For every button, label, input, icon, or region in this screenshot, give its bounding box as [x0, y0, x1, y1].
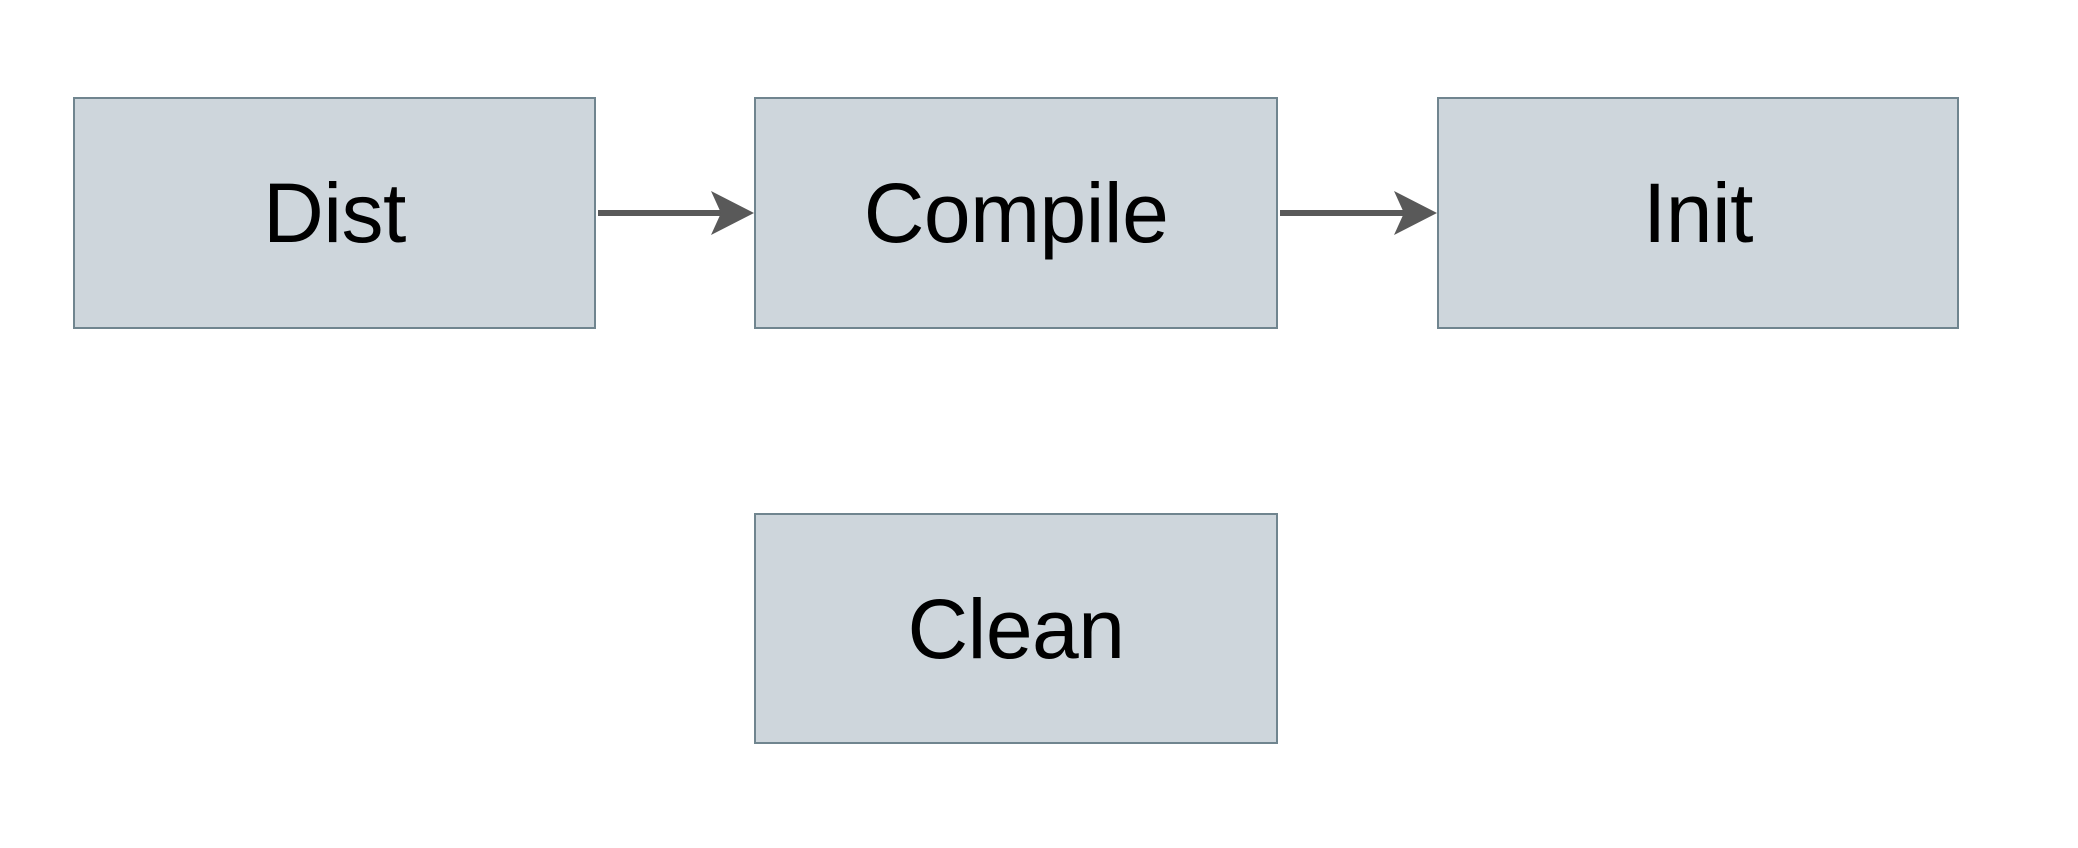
edge-dist-to-compile[interactable] — [598, 191, 754, 235]
node-compile[interactable]: Compile — [754, 97, 1278, 329]
edge-compile-to-init[interactable] — [1280, 191, 1437, 235]
node-label-compile: Compile — [863, 166, 1169, 260]
node-clean[interactable]: Clean — [754, 513, 1278, 744]
node-init[interactable]: Init — [1437, 97, 1959, 329]
arrowhead-icon-dist-to-compile — [711, 191, 754, 235]
node-label-clean: Clean — [907, 581, 1125, 676]
arrowhead-icon-compile-to-init — [1394, 191, 1437, 235]
node-label-init: Init — [1642, 166, 1754, 260]
node-dist[interactable]: Dist — [73, 97, 596, 329]
node-label-dist: Dist — [263, 166, 406, 260]
